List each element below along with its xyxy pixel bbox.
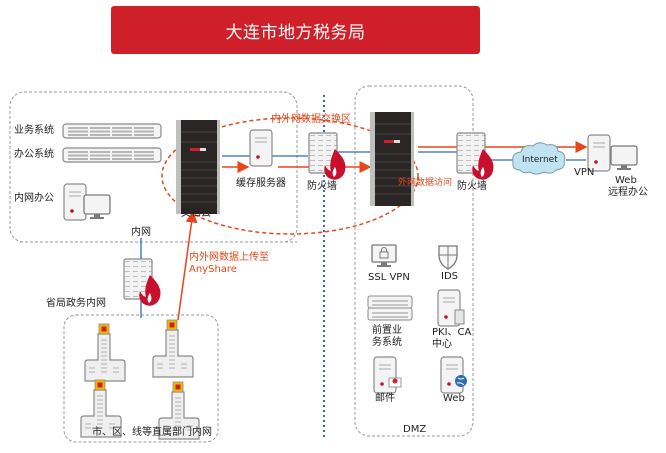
exchange-zone-label: 内外网数据交换区	[271, 114, 351, 125]
intranet-zone-label: 内网	[131, 227, 151, 238]
vpn-server-icon	[587, 134, 611, 172]
web-label: Web	[443, 393, 465, 404]
business-system-label: 业务系统	[14, 125, 54, 136]
firewall-1-icon	[308, 132, 347, 181]
intranet-office-monitor-icon	[83, 194, 111, 220]
branch-building-2-icon	[152, 319, 194, 378]
vpn-label: VPN	[574, 167, 595, 178]
web-server-icon	[440, 356, 467, 394]
mail-label: 邮件	[375, 393, 395, 404]
diagram-title: 大连市地方税务局	[111, 6, 480, 54]
pki-ca-label-1: PKI、CA	[432, 327, 472, 338]
web-remote-label-2: 远程办公	[608, 187, 648, 198]
internet-label: Internet	[522, 155, 558, 165]
intranet-office-label: 内网办公	[14, 193, 54, 204]
ssl-vpn-icon	[371, 244, 397, 267]
exchange-zone-ellipse	[161, 117, 419, 235]
branch-net-label: 市、区、线等直属部门内网	[92, 427, 212, 438]
upload-label-2: AnyShare	[189, 264, 237, 275]
upload-label-1: 内外网数据上传至	[189, 252, 269, 263]
intranet-zone	[9, 91, 298, 243]
firewall-2-icon	[456, 132, 495, 181]
internet-cloud-icon	[512, 142, 566, 175]
intranet-office-pc-icon	[63, 183, 87, 221]
front-business-label-1: 前置业	[372, 325, 402, 336]
office-system-server-icon	[62, 147, 162, 163]
front-business-label-2: 务系统	[372, 337, 402, 348]
firewall-2-label: 防火墙	[457, 181, 487, 192]
dmz-zone	[354, 85, 474, 437]
pki-ca-server-icon	[437, 289, 465, 327]
web-remote-label-1: Web	[615, 175, 637, 186]
ids-label: IDS	[441, 271, 458, 282]
cache-server-icon	[249, 129, 273, 167]
pki-ca-label-2: 中心	[432, 339, 452, 350]
doc-cloud-label: 文档云	[181, 208, 211, 219]
branch-building-1-icon	[84, 323, 126, 382]
business-system-server-icon	[62, 123, 162, 139]
provincial-firewall-icon	[123, 258, 162, 307]
ssl-vpn-label: SSL VPN	[368, 272, 410, 283]
external-access-label: 外网数据访问	[398, 178, 453, 188]
firewall-1-label: 防火墙	[307, 181, 337, 192]
dmz-rack-icon	[369, 111, 415, 207]
front-business-server-icon	[367, 295, 413, 321]
dmz-label: DMZ	[403, 424, 427, 435]
web-remote-monitor-icon	[610, 145, 638, 171]
mail-server-icon	[373, 356, 402, 394]
provincial-net-label: 省局政务内网	[46, 298, 106, 309]
doc-cloud-rack-icon	[175, 119, 221, 215]
office-system-label: 办公系统	[14, 149, 54, 160]
cache-server-label: 缓存服务器	[236, 178, 286, 189]
